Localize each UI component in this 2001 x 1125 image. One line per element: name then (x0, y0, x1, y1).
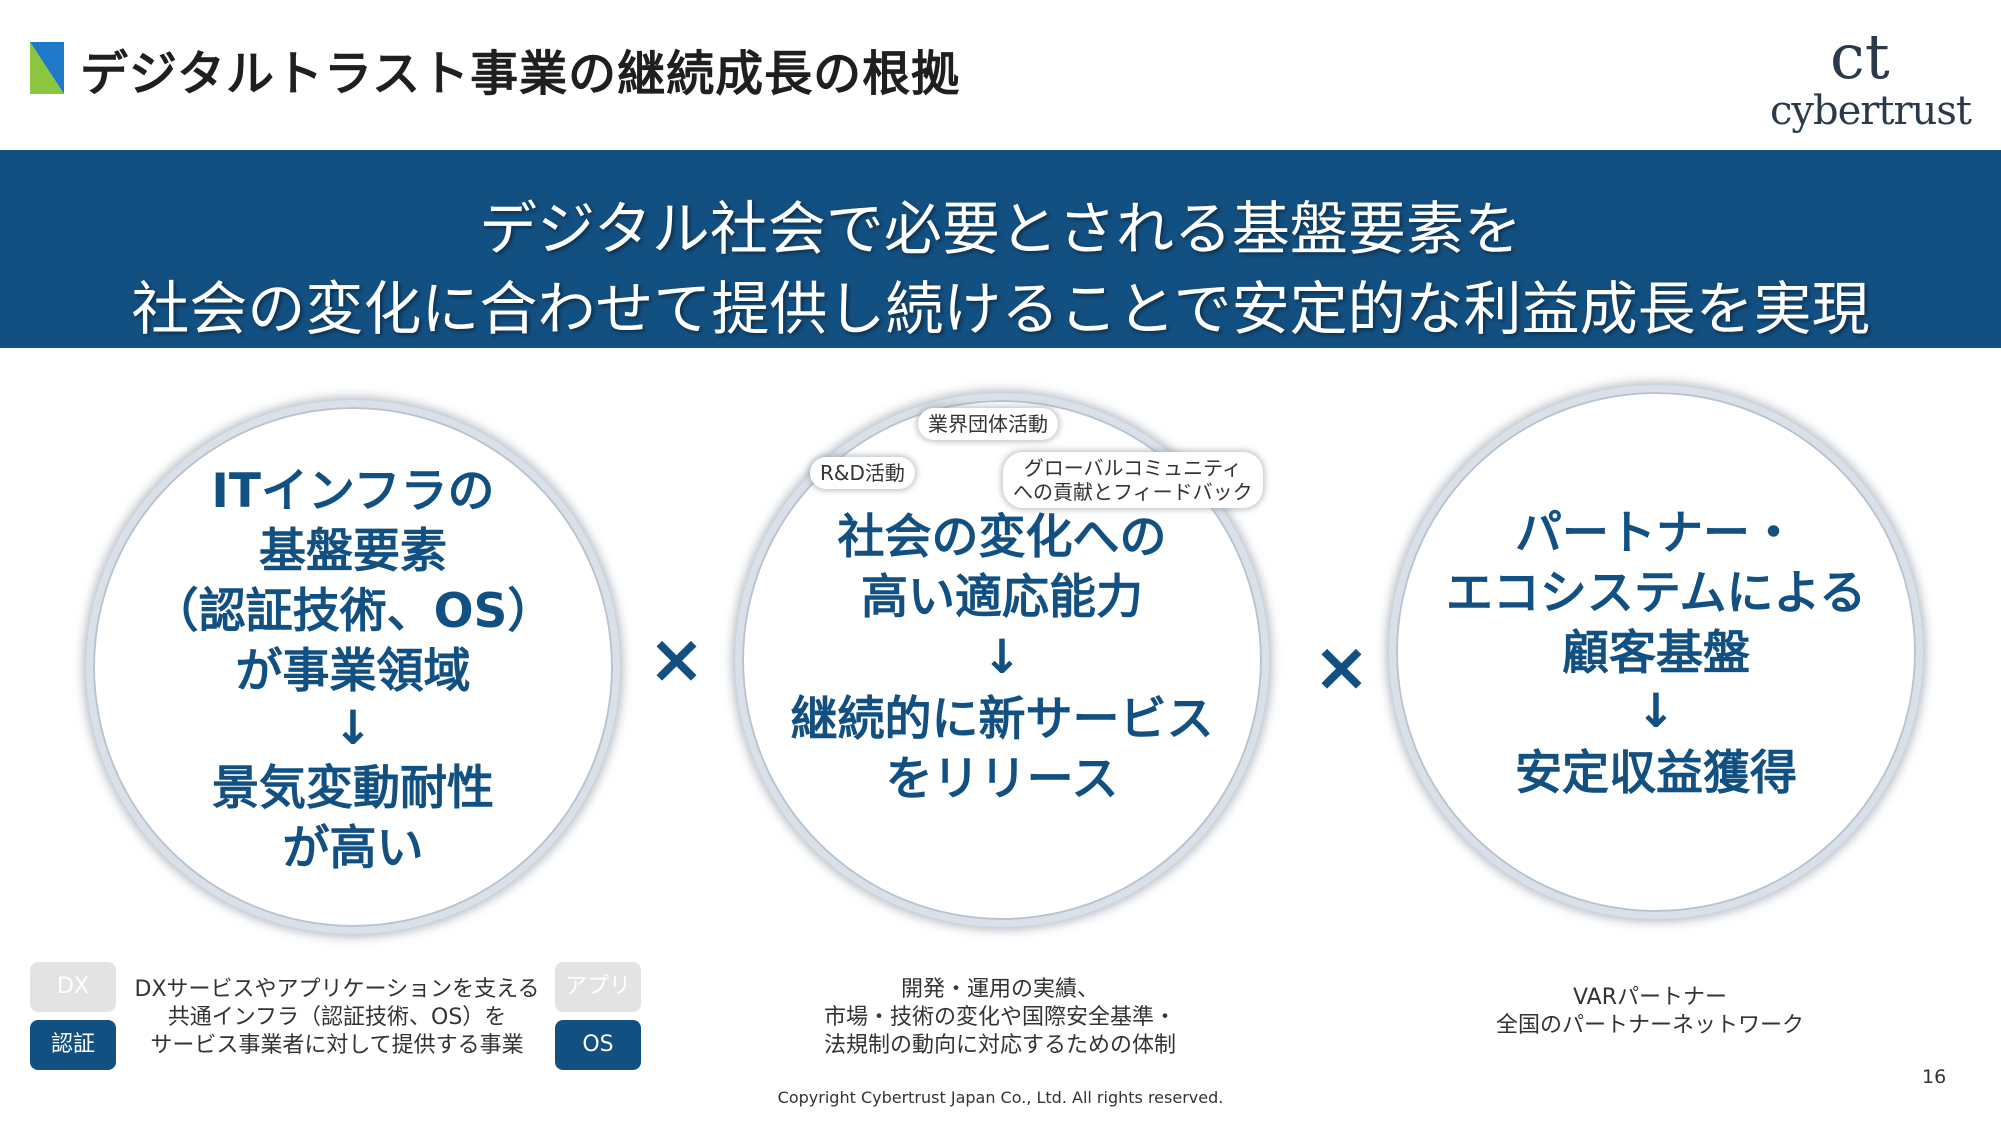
note-2-line: 市場・技術の変化や国際安全基準・ (823, 1005, 1176, 1030)
tag-app: アプリ (555, 962, 641, 1012)
title-accent-icon (30, 42, 64, 94)
circle-1-line: 基盤要素 (259, 524, 447, 579)
copyright-text: Copyright Cybertrust Japan Co., Ltd. All… (777, 1088, 1224, 1107)
circle-1-line: が高い (282, 821, 424, 876)
banner-line-2: 社会の変化に合わせて提供し続けることで安定的な利益成長を実現 (131, 275, 1870, 343)
banner-line-1: デジタル社会で必要とされる基盤要素を (479, 195, 1522, 263)
note-2-line: 法規制の動向に対応するための体制 (823, 1033, 1176, 1058)
multiply-operator-1: × (648, 620, 705, 699)
circle-it-infrastructure: ITインフラの 基盤要素 （認証技術、OS） が事業領域 ↓ 景気変動耐性 が高… (86, 400, 620, 934)
bubble-global-line-2: への貢献とフィードバック (1013, 480, 1253, 504)
page-number: 16 (1922, 1066, 1947, 1088)
note-2-line: 開発・運用の実績、 (900, 977, 1099, 1002)
cybertrust-logo: ct cybertrust (1760, 20, 1972, 134)
headline-banner: デジタル社会で必要とされる基盤要素を 社会の変化に合わせて提供し続けることで安定… (0, 150, 2001, 348)
circle-3-arrow: ↓ (1636, 684, 1676, 739)
bubble-industry-activity: 業界団体活動 (918, 408, 1058, 440)
logo-text: cybertrust (1770, 88, 1972, 134)
circle-3-line: パートナー・ (1515, 506, 1797, 561)
circle-3-line: 顧客基盤 (1562, 626, 1750, 681)
page-title: デジタルトラスト事業の継続成長の根拠 (80, 46, 961, 102)
note-business-domain: DXサービスやアプリケーションを支える 共通インフラ（認証技術、OS）を サービ… (132, 976, 542, 1060)
circle-1-line: ITインフラの (211, 464, 495, 519)
tag-os: OS (555, 1020, 641, 1070)
note-1-line: DXサービスやアプリケーションを支える (134, 977, 540, 1002)
multiply-operator-2: × (1313, 628, 1370, 707)
circle-2-arrow: ↓ (982, 630, 1022, 685)
circle-1-arrow: ↓ (333, 701, 373, 756)
circle-2-line: をリリース (885, 752, 1119, 807)
bubble-global-community: グローバルコミュニティ への貢献とフィードバック (1003, 452, 1263, 508)
tag-auth: 認証 (30, 1020, 116, 1070)
bubble-global-line-1: グローバルコミュニティ (1023, 456, 1242, 480)
note-3-line: 全国のパートナーネットワーク (1495, 1013, 1804, 1038)
circle-2-line: 社会の変化への (837, 510, 1167, 565)
note-partners: VARパートナー 全国のパートナーネットワーク (1450, 984, 1850, 1040)
circle-1-line: 景気変動耐性 (212, 761, 494, 816)
circle-1-line: （認証技術、OS） (151, 584, 555, 639)
note-1-line: 共通インフラ（認証技術、OS）を (167, 1005, 507, 1030)
bubble-rnd-activity: R&D活動 (810, 457, 915, 489)
circle-adaptability: 社会の変化への 高い適応能力 ↓ 継続的に新サービス をリリース (735, 393, 1269, 927)
circle-partner-ecosystem: パートナー・ エコシステムによる 顧客基盤 ↓ 安定収益獲得 (1389, 385, 1923, 919)
tag-dx: DX (30, 962, 116, 1012)
circle-3-line: 安定収益獲得 (1515, 746, 1797, 801)
circle-1-line: が事業領域 (235, 644, 471, 699)
circle-3-line: エコシステムによる (1445, 566, 1867, 621)
circle-2-line: 高い適応能力 (861, 570, 1143, 625)
logo-mark: ct (1830, 20, 1890, 93)
note-track-record: 開発・運用の実績、 市場・技術の変化や国際安全基準・ 法規制の動向に対応するため… (800, 976, 1200, 1060)
note-3-line: VARパートナー (1573, 985, 1727, 1010)
circle-2-line: 継続的に新サービス (790, 692, 1214, 747)
note-1-line: サービス事業者に対して提供する事業 (150, 1033, 524, 1058)
